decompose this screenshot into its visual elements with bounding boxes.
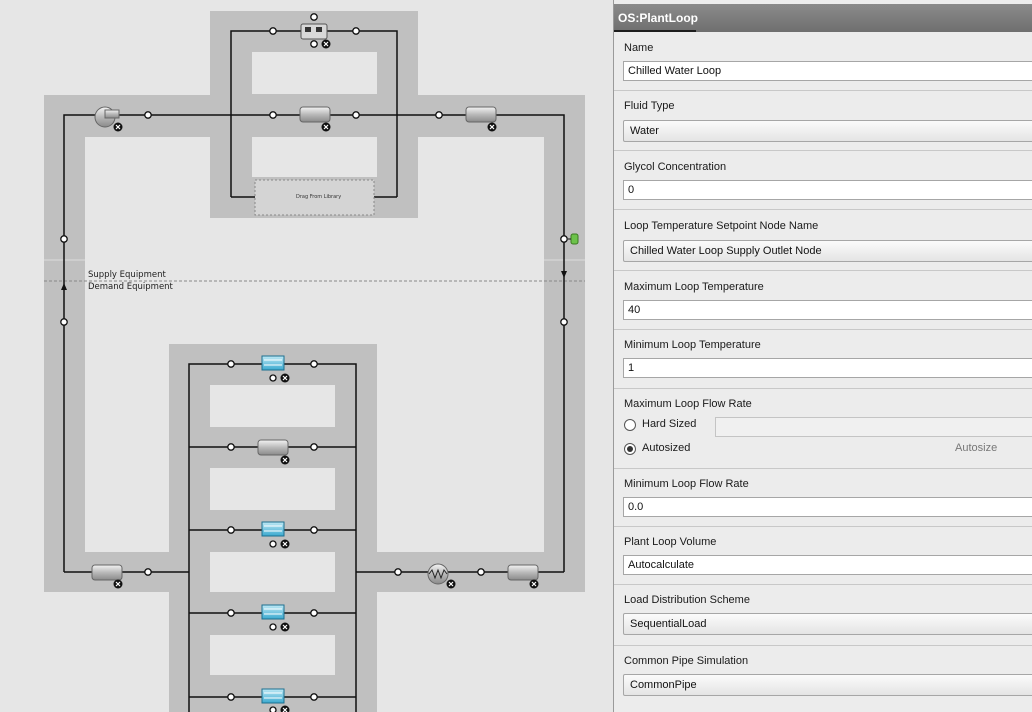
min-temp-input[interactable]: 1 bbox=[623, 358, 1032, 378]
name-label: Name bbox=[624, 42, 654, 54]
pump-icon[interactable] bbox=[94, 106, 120, 128]
cooling-coil-icon[interactable] bbox=[261, 355, 285, 704]
field-min-flow: Minimum Loop Flow Rate 0.0 bbox=[614, 469, 1032, 527]
max-flow-label: Maximum Loop Flow Rate bbox=[624, 398, 752, 410]
chiller-icon[interactable] bbox=[300, 23, 328, 40]
field-setpoint-node: Loop Temperature Setpoint Node Name Chil… bbox=[614, 210, 1032, 271]
field-common-pipe: Common Pipe Simulation CommonPipe bbox=[614, 646, 1032, 708]
hard-sized-radio[interactable] bbox=[624, 419, 636, 431]
flow-arrow-down-icon bbox=[561, 271, 567, 278]
hard-sized-input[interactable] bbox=[715, 417, 1032, 437]
panel-header: OS:PlantLoop bbox=[614, 4, 1032, 32]
inspector-panel: OS:PlantLoop Name Chilled Water Loop Flu… bbox=[613, 0, 1032, 712]
volume-label: Plant Loop Volume bbox=[624, 536, 717, 548]
field-name: Name Chilled Water Loop bbox=[614, 32, 1032, 91]
load-scheme-select[interactable]: SequentialLoad bbox=[623, 613, 1032, 635]
field-glycol: Glycol Concentration 0 bbox=[614, 151, 1032, 210]
max-temp-label: Maximum Loop Temperature bbox=[624, 281, 764, 293]
flow-arrow-up-icon bbox=[61, 283, 67, 290]
fluid-type-select[interactable]: Water bbox=[623, 120, 1032, 142]
panel-title-underline bbox=[614, 30, 696, 32]
min-temp-label: Minimum Loop Temperature bbox=[624, 339, 761, 351]
min-flow-label: Minimum Loop Flow Rate bbox=[624, 478, 749, 490]
common-pipe-label: Common Pipe Simulation bbox=[624, 655, 749, 667]
loop-canvas[interactable] bbox=[0, 0, 612, 712]
glycol-input[interactable]: 0 bbox=[623, 180, 1032, 200]
fluid-type-label: Fluid Type bbox=[624, 100, 675, 112]
autosize-button[interactable]: Autosize bbox=[955, 442, 998, 454]
max-temp-input[interactable]: 40 bbox=[623, 300, 1032, 320]
glycol-label: Glycol Concentration bbox=[624, 161, 727, 173]
supply-equipment-label: Supply Equipment bbox=[88, 270, 166, 280]
panel-title: OS:PlantLoop bbox=[618, 11, 698, 25]
setpoint-manager-icon[interactable] bbox=[568, 233, 579, 245]
load-scheme-label: Load Distribution Scheme bbox=[624, 594, 750, 606]
demand-equipment-label: Demand Equipment bbox=[88, 282, 173, 292]
branch-slots bbox=[85, 52, 377, 675]
field-min-temp: Minimum Loop Temperature 1 bbox=[614, 330, 1032, 389]
field-load-scheme: Load Distribution Scheme SequentialLoad bbox=[614, 585, 1032, 646]
drop-zone-label: Drag From Library bbox=[296, 194, 342, 200]
field-max-temp: Maximum Loop Temperature 40 bbox=[614, 271, 1032, 330]
hard-sized-row: Hard Sized bbox=[624, 417, 1032, 437]
autosized-label: Autosized bbox=[642, 442, 691, 454]
setpoint-node-label: Loop Temperature Setpoint Node Name bbox=[624, 220, 819, 232]
pipe-component-icon[interactable] bbox=[91, 106, 539, 581]
volume-input[interactable]: Autocalculate bbox=[623, 555, 1032, 575]
field-max-flow: Maximum Loop Flow Rate Hard Sized Autosi… bbox=[614, 389, 1032, 469]
drop-zone[interactable] bbox=[254, 179, 375, 216]
heat-exchanger-icon[interactable] bbox=[427, 563, 449, 585]
name-input[interactable]: Chilled Water Loop bbox=[623, 61, 1032, 81]
autosized-row: Autosized Autosize bbox=[624, 442, 1032, 462]
field-fluid-type: Fluid Type Water bbox=[614, 91, 1032, 151]
min-flow-input[interactable]: 0.0 bbox=[623, 497, 1032, 517]
field-volume: Plant Loop Volume Autocalculate bbox=[614, 527, 1032, 585]
autosized-radio[interactable] bbox=[624, 443, 636, 455]
setpoint-node-select[interactable]: Chilled Water Loop Supply Outlet Node bbox=[623, 240, 1032, 262]
plant-loop-diagram[interactable]: Supply Equipment Demand Equipment Drag F… bbox=[0, 0, 612, 712]
nodes[interactable] bbox=[60, 13, 568, 712]
common-pipe-select[interactable]: CommonPipe bbox=[623, 674, 1032, 696]
hard-sized-label: Hard Sized bbox=[642, 418, 697, 430]
remove-component-icon[interactable] bbox=[113, 39, 539, 712]
